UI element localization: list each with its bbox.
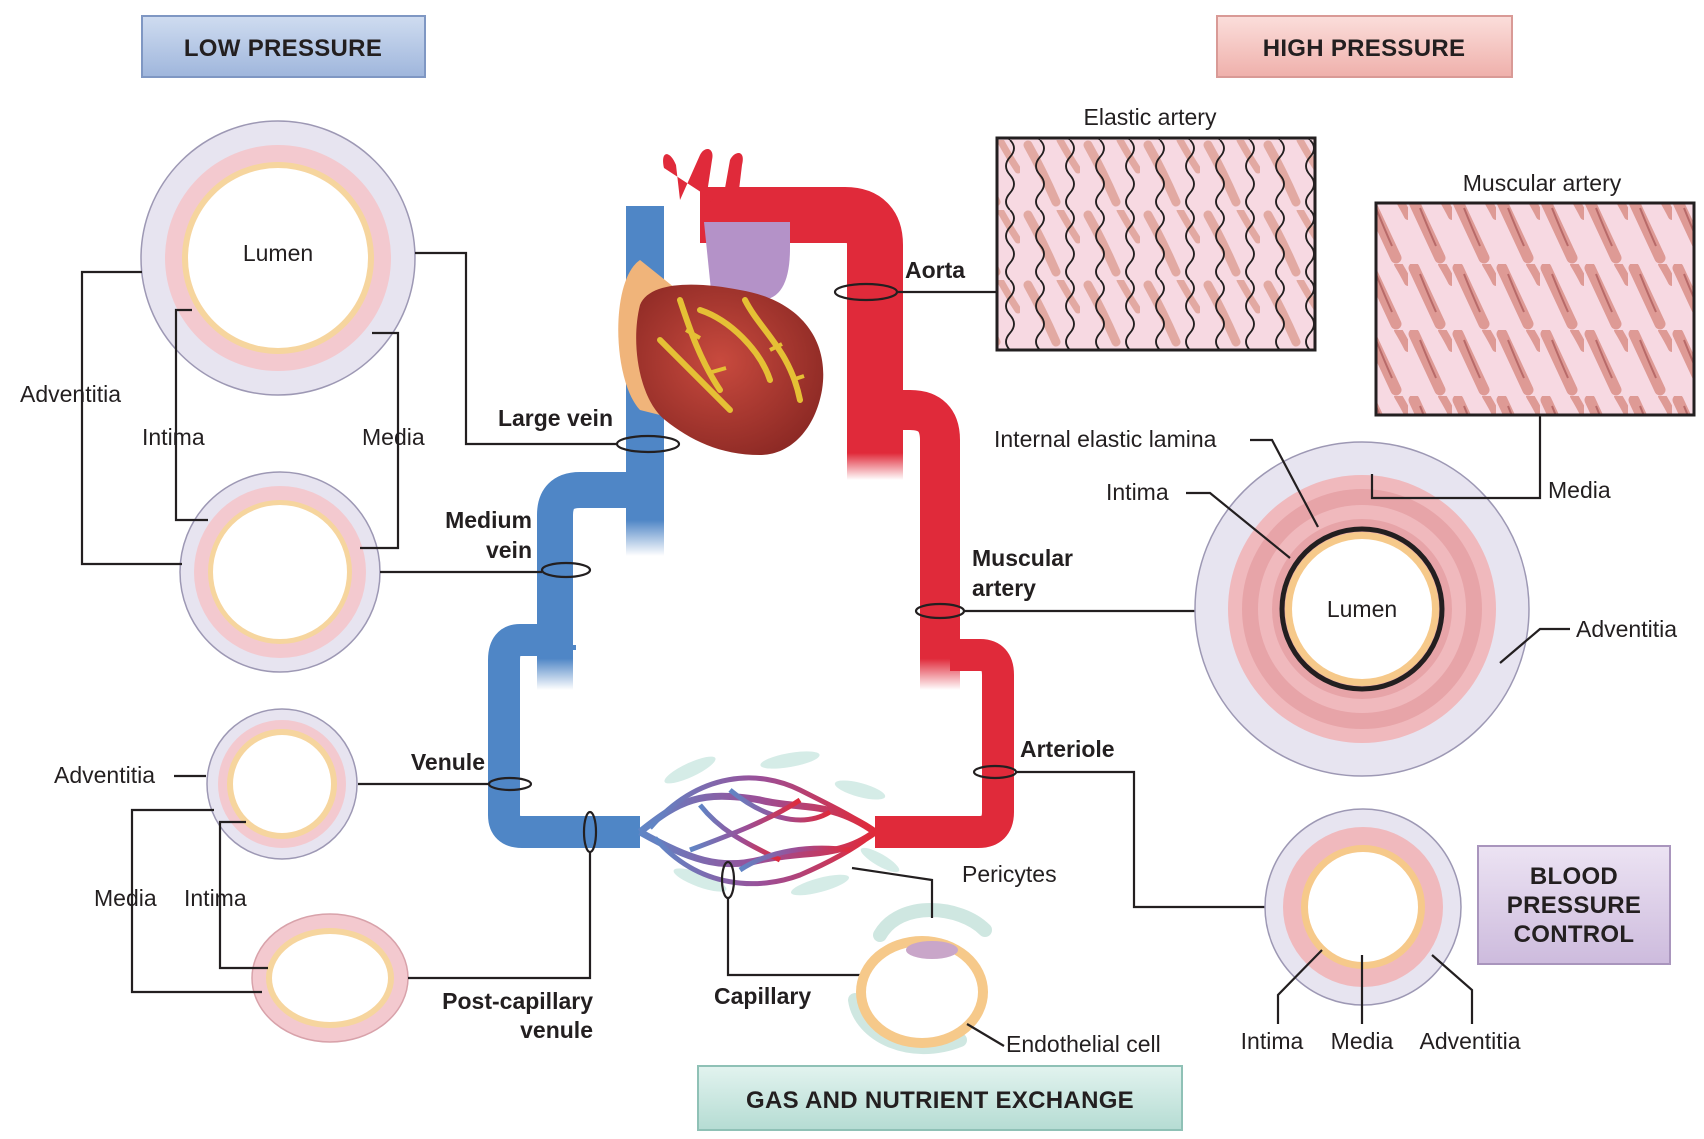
muscular-artery-label-line-1: Muscular [972, 545, 1073, 571]
arteriole-adventitia-label: Adventitia [1419, 1028, 1520, 1054]
medium-vein-label-line-1: Medium [445, 507, 532, 533]
bp-control-line-2: PRESSURE [1507, 892, 1641, 919]
muscular-artery-adventitia-label: Adventitia [1576, 616, 1677, 642]
medium-vein-cross-section [180, 472, 380, 672]
medium-vein-label-line-2: vein [486, 537, 532, 563]
pericytes-label: Pericytes [962, 861, 1057, 887]
post-capillary-venule-cross-section [252, 914, 408, 1042]
muscular-artery-label-line-2: artery [972, 575, 1036, 601]
post-capillary-venule-label-line-1: Post-capillary [442, 988, 593, 1014]
elastic-artery-tissue-panel [997, 138, 1315, 350]
low-pressure-label: LOW PRESSURE [184, 35, 382, 62]
venule-cross-section [207, 709, 357, 859]
large-vein-label: Large vein [498, 405, 613, 431]
venule-adventitia-label: Adventitia [54, 762, 155, 788]
high-pressure-header: HIGH PRESSURE [1217, 16, 1512, 77]
capillary-leader [728, 898, 862, 975]
low-pressure-header: LOW PRESSURE [142, 16, 425, 77]
endothelial-cell-leader [967, 1024, 1004, 1046]
arteriole-intima-label: Intima [1241, 1028, 1304, 1054]
muscular-artery-intima-label: Intima [1106, 479, 1169, 505]
large-vein-lumen-label: Lumen [243, 240, 313, 266]
muscular-artery-tissue-panel [1376, 203, 1694, 415]
post-capillary-venule-label-line-2: venule [520, 1017, 593, 1043]
muscular-artery-media-label: Media [1548, 477, 1611, 503]
endothelial-cell-label: Endothelial cell [1006, 1031, 1161, 1057]
high-pressure-label: HIGH PRESSURE [1263, 35, 1466, 62]
post-capillary-leader [408, 852, 590, 978]
venule-intima-label: Intima [184, 885, 247, 911]
venule-media-label: Media [94, 885, 157, 911]
large-vein-adventitia-label: Adventitia [20, 381, 121, 407]
muscular-artery-cross-section: Lumen [1195, 442, 1529, 776]
blood-pressure-control-header: BLOOD PRESSURE CONTROL [1478, 846, 1670, 964]
elastic-artery-title: Elastic artery [1084, 104, 1217, 130]
internal-elastic-lamina-label: Internal elastic lamina [994, 426, 1217, 452]
gas-exchange-label: GAS AND NUTRIENT EXCHANGE [746, 1087, 1134, 1114]
venule-label: Venule [411, 749, 485, 775]
gas-exchange-header: GAS AND NUTRIENT EXCHANGE [698, 1066, 1182, 1130]
capillary-bed [640, 748, 902, 900]
arteriole-media-label: Media [1331, 1028, 1394, 1054]
bp-control-line-3: CONTROL [1514, 921, 1635, 948]
muscular-artery-lumen-label: Lumen [1327, 596, 1397, 622]
large-vein-media-label: Media [362, 424, 425, 450]
large-vein-cross-section: Lumen [141, 121, 415, 395]
arteriole-label: Arteriole [1020, 736, 1115, 762]
aorta-label: Aorta [905, 257, 965, 283]
muscular-artery-title: Muscular artery [1463, 170, 1622, 196]
bp-control-line-1: BLOOD [1530, 863, 1618, 890]
capillary-label: Capillary [714, 983, 811, 1009]
capillary-cross-section [855, 910, 988, 1048]
large-vein-intima-label: Intima [142, 424, 205, 450]
